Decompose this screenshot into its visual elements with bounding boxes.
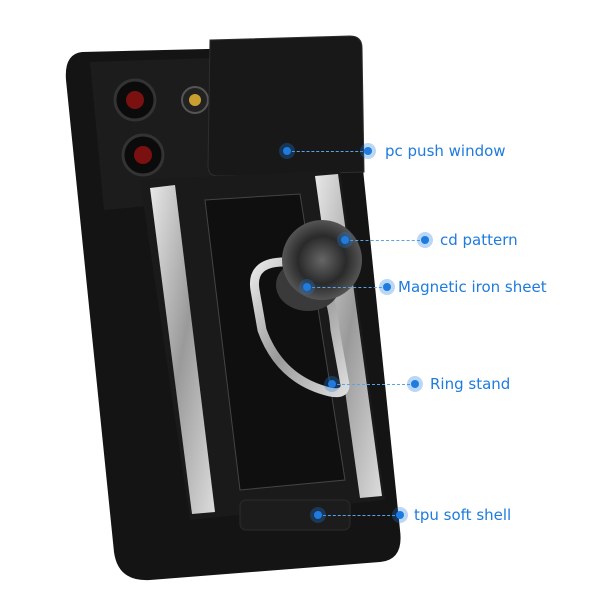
callout-label: pc push window bbox=[385, 142, 506, 160]
cd-pattern-disc bbox=[282, 220, 362, 300]
callout-label: cd pattern bbox=[440, 231, 518, 249]
callout-label: Ring stand bbox=[430, 375, 511, 393]
push-window bbox=[207, 35, 365, 177]
callout-label: Magnetic iron sheet bbox=[398, 278, 547, 296]
callout-label: tpu soft shell bbox=[414, 506, 512, 524]
ring-stand bbox=[249, 257, 350, 398]
